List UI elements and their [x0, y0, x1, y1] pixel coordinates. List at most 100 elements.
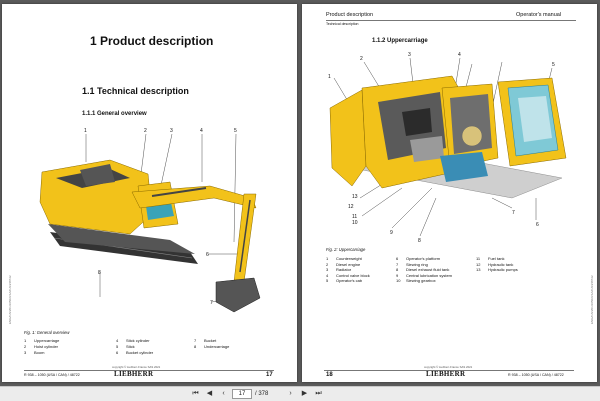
legend-label: Fuel tank [488, 256, 505, 261]
callout-8: 8 [98, 270, 101, 276]
callout-5: 5 [234, 128, 237, 134]
legend-label: Slewing ring [406, 261, 428, 267]
legend-row: 5 Operator's cab 10 Slewing gearbox [326, 278, 566, 284]
callout-4: 4 [200, 128, 203, 134]
uppercarriage-illustration: 1 2 3 4 5 6 7 8 9 10 11 12 13 [328, 52, 567, 244]
liebherr-logo: LIEBHERR [426, 370, 466, 378]
page-forward-icon[interactable]: › [289, 390, 292, 397]
legend-label: Control valve block [336, 272, 370, 278]
callout-7: 7 [210, 300, 213, 306]
callout-3: 3 [170, 128, 173, 134]
legend-number: 8 [396, 267, 399, 273]
callout-6: 6 [206, 252, 209, 258]
legend-number: 8 [194, 344, 197, 349]
legend-row: 3 Radiator 8 Diesel exhaust fluid tank 1… [326, 267, 566, 273]
legend-row: 2 Diesel engine 7 Slewing ring 12 Hydrau… [326, 262, 566, 268]
legend-label: Bucket [204, 338, 217, 343]
page-number: 17 [266, 372, 273, 378]
previous-page-button[interactable]: ◀ [206, 390, 213, 397]
section-title: 1.1 Technical description [82, 86, 189, 96]
right-page: Product description Operator's manual Te… [302, 4, 597, 382]
legend-row: 3 Boom 6 Bucket cylinder [24, 350, 224, 356]
legend-label: Hydraulic tank [488, 261, 514, 267]
next-page-button[interactable]: ▶ [301, 390, 308, 397]
legend-label: Diesel engine [336, 261, 361, 267]
figure-legend: 1 Counterweight 6 Operator's platform 11… [326, 256, 566, 284]
callout-7: 7 [512, 210, 515, 216]
figure-caption: Fig. 2: Uppercarriage [326, 247, 366, 252]
page-navigation-toolbar: ⏮ ◀ ‹ 17 / 378 › ▶ ⏭ [0, 386, 600, 401]
callout-8: 8 [418, 238, 421, 244]
legend-label: Uppercarriage [34, 338, 60, 343]
callout-5: 5 [552, 62, 555, 68]
header-title: Product description [326, 12, 374, 18]
legend-number: 12 [476, 261, 481, 267]
left-page: 1 Product description 1.1 Technical desc… [2, 4, 297, 382]
first-page-button[interactable]: ⏮ [192, 390, 199, 397]
legend-label: Operator's platform [406, 256, 441, 261]
legend-label: Undercarriage [204, 344, 230, 349]
total-pages-label: / 378 [255, 391, 269, 397]
side-reference: ENG/CAN/01/1050/USA/CAN/48722 [8, 275, 12, 324]
subsection-title: 1.1.2 Uppercarriage [372, 38, 428, 44]
legend-label: Central lubrication system [406, 272, 453, 278]
side-reference: ENG/CAN/01/1050/USA/CAN/48722 [590, 275, 594, 324]
legend-number: 6 [116, 350, 119, 355]
callout-11: 11 [352, 214, 357, 220]
legend-number: 3 [326, 267, 329, 273]
excavator-illustration: 1 2 3 4 5 6 7 8 [39, 128, 261, 313]
legend-number: 1 [24, 338, 27, 343]
legend-label: Diesel exhaust fluid tank [406, 267, 450, 273]
footer-rule [24, 370, 274, 371]
chapter-title: 1 Product description [90, 34, 214, 48]
legend-row: 4 Control valve block 9 Central lubricat… [326, 273, 566, 279]
legend-number: 10 [396, 278, 401, 284]
legend-number: 6 [396, 256, 399, 261]
legend-row: 2 Hoist cylinder 5 Stick 8 Undercarriage [24, 344, 229, 350]
legend-label: Counterweight [336, 256, 362, 261]
figure-legend: 1 Uppercarriage 4 Stick cylinder 7 Bucke… [24, 338, 229, 356]
legend-label: Operator's cab [336, 278, 363, 284]
header-rule [326, 20, 576, 21]
legend-number: 4 [326, 272, 329, 278]
callout-12: 12 [348, 204, 354, 210]
legend-number: 5 [116, 344, 119, 349]
legend-number: 4 [116, 338, 119, 343]
legend-number: 5 [326, 278, 329, 284]
legend-label: Boom [34, 350, 45, 355]
legend-label: Hydraulic pumps [488, 267, 518, 273]
legend-number: 11 [476, 256, 481, 261]
legend-label: Radiator [336, 267, 352, 273]
liebherr-logo: LIEBHERR [114, 370, 154, 378]
callout-2: 2 [360, 56, 363, 62]
legend-number: 9 [396, 272, 399, 278]
callout-10: 10 [352, 220, 358, 226]
callout-9: 9 [390, 230, 393, 236]
legend-label: Slewing gearbox [406, 278, 436, 284]
callout-4: 4 [458, 52, 461, 58]
legend-number: 1 [326, 256, 329, 261]
legend-number: 13 [476, 267, 481, 273]
header-manual: Operator's manual [516, 12, 562, 18]
legend-number: 2 [326, 261, 329, 267]
legend-row: 1 Uppercarriage 4 Stick cylinder 7 Bucke… [24, 338, 224, 344]
legend-number: 7 [396, 261, 399, 267]
page-number: 18 [326, 372, 333, 378]
header-subtitle: Technical description [326, 22, 359, 26]
callout-1: 1 [84, 128, 87, 134]
last-page-button[interactable]: ⏭ [315, 390, 322, 397]
legend-label: Hoist cylinder [34, 344, 59, 349]
current-page-input[interactable]: 17 [232, 389, 252, 399]
callout-3: 3 [408, 52, 411, 58]
legend-number: 2 [24, 344, 27, 349]
page-back-icon[interactable]: ‹ [222, 390, 225, 397]
callout-1: 1 [328, 74, 331, 80]
legend-number: 3 [24, 350, 27, 355]
legend-label: Bucket cylinder [126, 350, 154, 355]
footer-document-code: R 938 – 1050 (USA / CAN) / 48722 [24, 373, 80, 377]
legend-row: 1 Counterweight 6 Operator's platform 11… [326, 256, 566, 262]
callout-6: 6 [536, 222, 539, 228]
figure-caption: Fig. 1: General overview [24, 330, 70, 335]
legend-number: 7 [194, 338, 197, 343]
